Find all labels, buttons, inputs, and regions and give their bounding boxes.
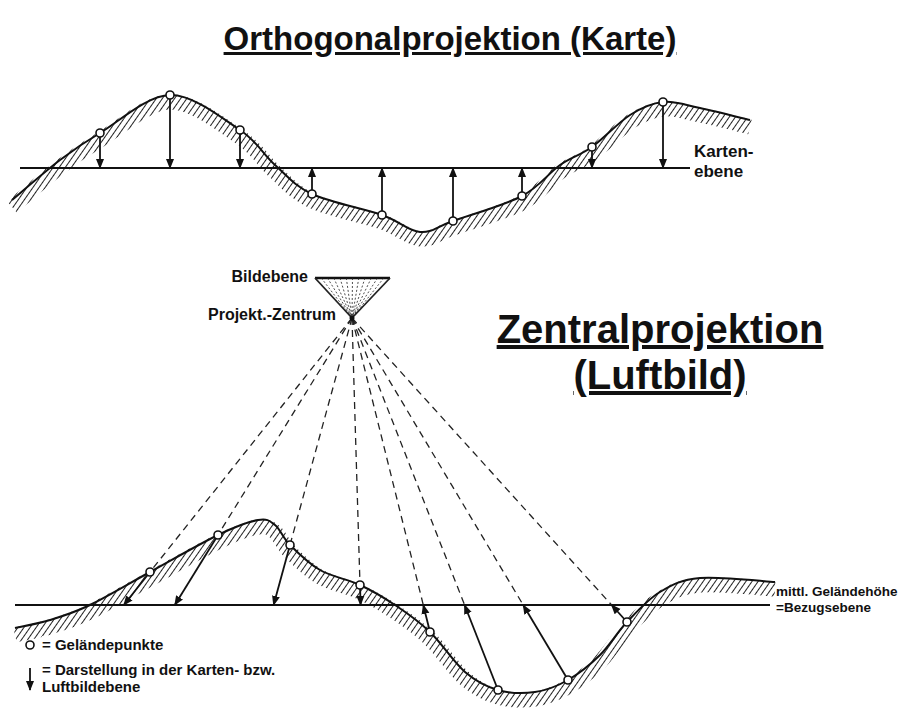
terrain-point (356, 581, 364, 589)
projection-arrow (99, 133, 101, 168)
terrain-point (308, 190, 316, 198)
terrain-point (623, 618, 631, 626)
terrain-point (96, 129, 104, 137)
projection-ray (352, 318, 612, 605)
projection-arrow (169, 95, 171, 168)
projection-arrow (452, 168, 454, 221)
image-cone (340, 278, 352, 318)
legend-samples (26, 641, 34, 690)
legend-arrow-sample (29, 668, 31, 690)
projection-center (350, 316, 355, 321)
reference-plane (15, 604, 770, 606)
terrain-band (12, 102, 750, 239)
center-label: Projekt.-Zentrum (172, 306, 336, 324)
projection-ray (352, 318, 360, 585)
terrain-point (659, 98, 667, 106)
terrain-point (214, 531, 222, 539)
title: Orthogonalprojektion (Karte) (190, 20, 710, 58)
terrain-point (236, 126, 244, 134)
legend-point-sample (26, 641, 34, 649)
terrain-point (518, 192, 526, 200)
terrain-point (588, 143, 596, 151)
image-cone (346, 278, 352, 318)
projection-arrow (662, 102, 664, 168)
projection-arrow (465, 605, 498, 690)
terrain-point (378, 211, 386, 219)
image-cone (352, 278, 390, 318)
image-cone (334, 278, 352, 318)
plane-label: mittl. Geländehöhe =Bezugsebene (776, 584, 922, 615)
subtitle: Zentralprojektion (Luftbild) (440, 306, 880, 398)
projection-arrow (274, 545, 290, 605)
plane-label: Bildebene (200, 268, 308, 286)
terrain-point (286, 541, 294, 549)
projection-ray (218, 318, 352, 535)
projection-arrow (175, 535, 218, 605)
terrain-point (564, 676, 572, 684)
map-plane (20, 167, 690, 169)
orthogonal-projection (12, 91, 750, 239)
legend-text: = Darstellung in der Karten- bzw. Luftbi… (42, 661, 277, 696)
terrain-point (449, 217, 457, 225)
terrain-point (146, 568, 154, 576)
projection-ray (352, 318, 523, 605)
plane-label: Karten- ebene (694, 142, 772, 181)
image-cone (352, 278, 378, 318)
projection-arrow (381, 168, 383, 215)
terrain-band (15, 526, 775, 700)
projection-arrow (124, 572, 150, 605)
projection-ray (290, 318, 352, 545)
projection-ray (352, 318, 423, 605)
projection-ray (150, 318, 352, 572)
terrain-point (494, 686, 502, 694)
image-cone (352, 278, 354, 318)
terrain-surface (12, 95, 750, 232)
legend-text: = Geländepunkte (42, 636, 272, 653)
projection-arrow (239, 130, 241, 168)
projection-ray (352, 318, 465, 605)
terrain-point (426, 628, 434, 636)
terrain-point (166, 91, 174, 99)
projection-arrow (523, 605, 568, 680)
